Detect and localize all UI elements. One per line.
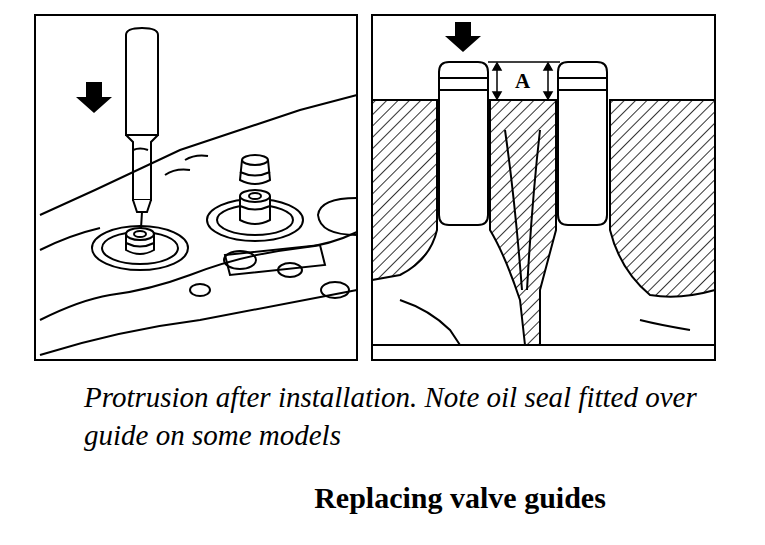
panel-frame	[35, 15, 357, 360]
panel-frame	[372, 15, 715, 360]
cylinder-head-section	[372, 62, 715, 345]
figure-title: Replacing valve guides	[240, 480, 680, 516]
dimension-lines	[488, 62, 560, 99]
figure-caption: Protrusion after installation. Note oil …	[84, 378, 734, 454]
dimension-label: A	[513, 69, 532, 93]
direction-arrow	[445, 22, 481, 52]
direction-arrow	[76, 82, 112, 113]
cylinder-head-view	[40, 28, 357, 355]
